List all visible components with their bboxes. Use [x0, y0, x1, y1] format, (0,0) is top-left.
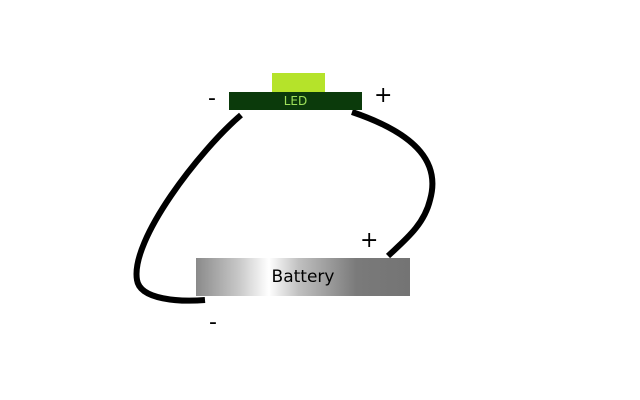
led-lens: [272, 73, 325, 92]
battery-plus-sign: +: [360, 228, 379, 253]
wire-negative: [133, 112, 243, 304]
led-plus-sign: +: [374, 83, 393, 108]
wire-positive: [351, 109, 436, 259]
battery: Battery: [196, 258, 410, 296]
led-minus-sign: -: [208, 86, 216, 111]
battery-minus-sign: -: [209, 310, 217, 335]
led-body: LED: [229, 92, 362, 110]
